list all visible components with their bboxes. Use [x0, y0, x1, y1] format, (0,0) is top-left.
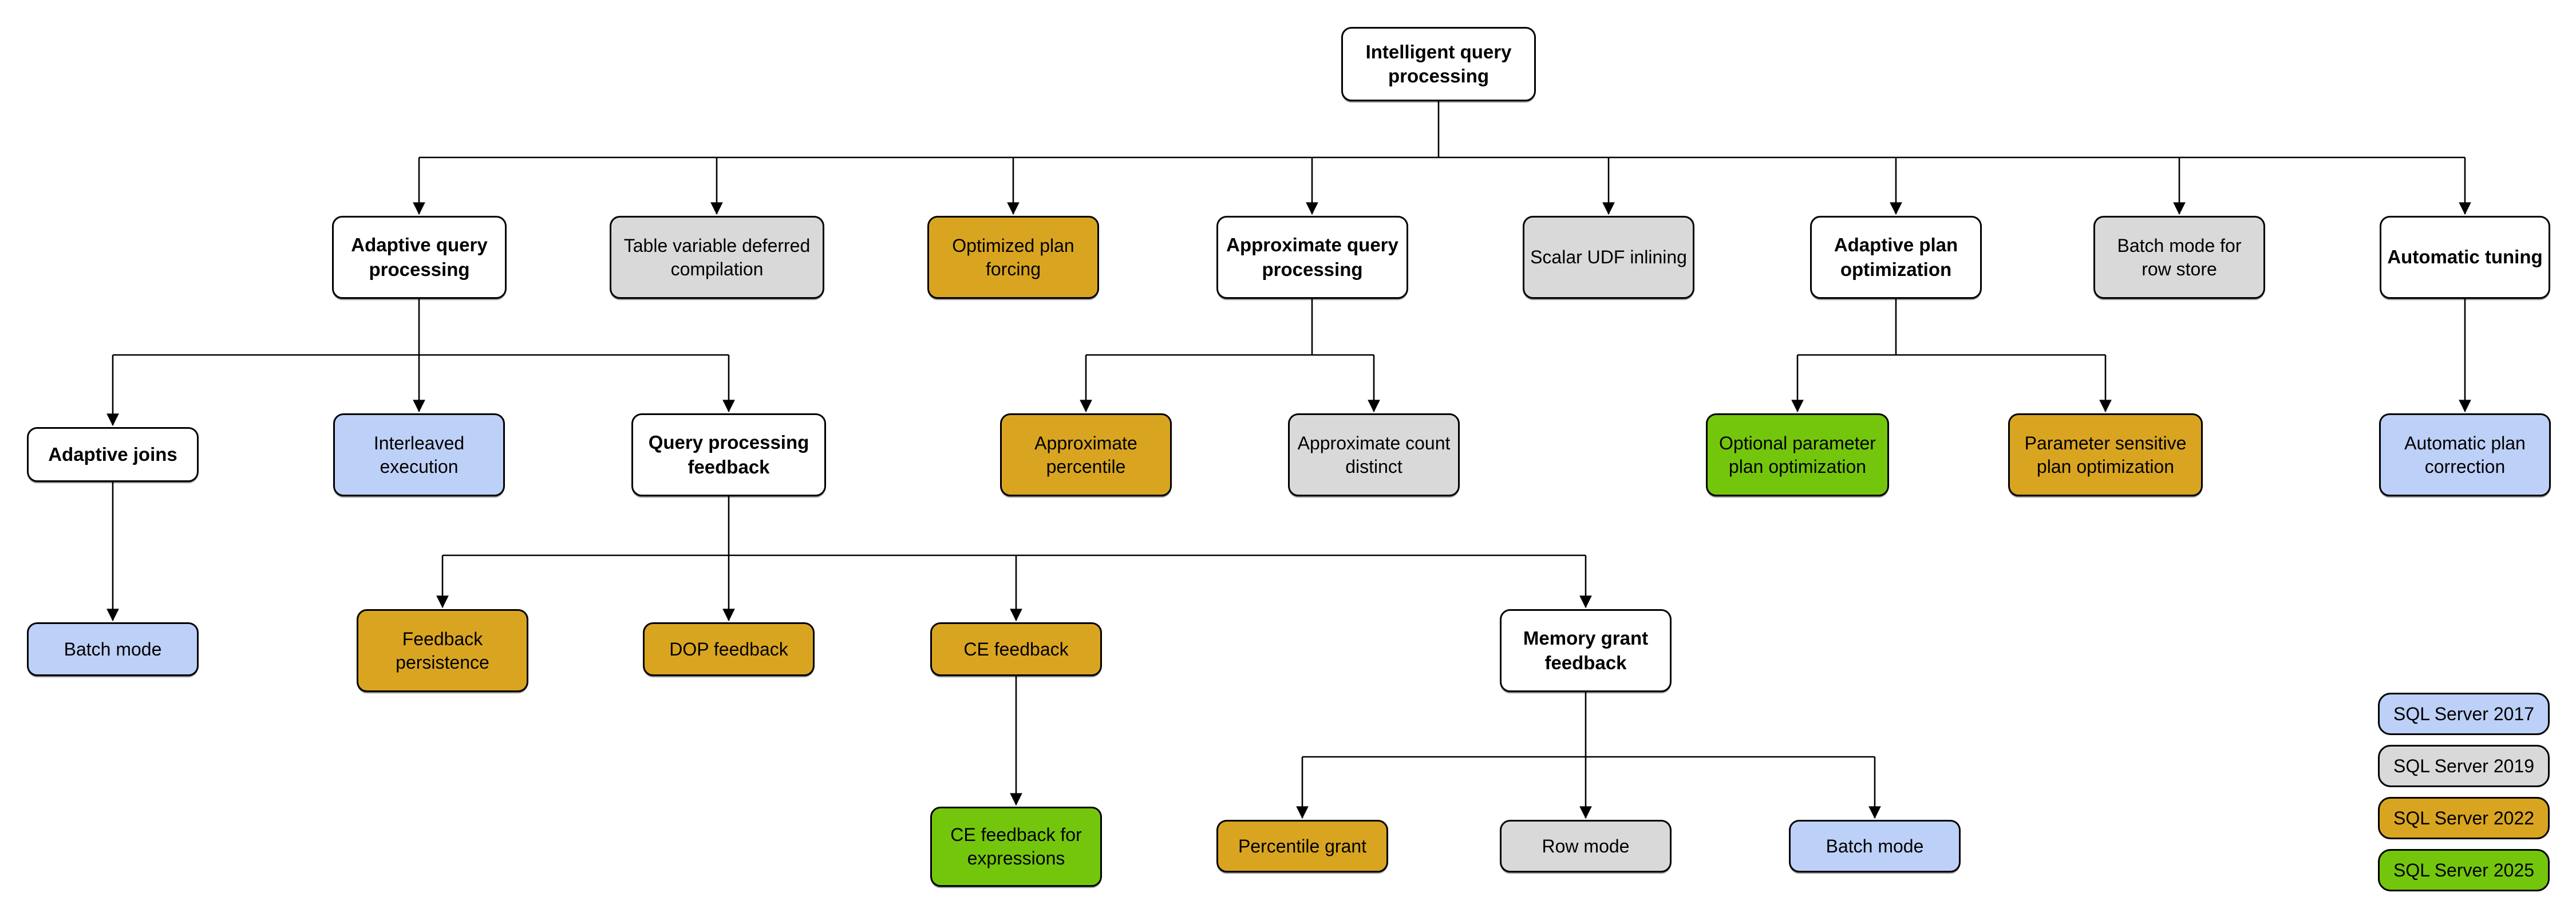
node-approximate-query-processing: Approximate query processing [1216, 216, 1408, 299]
node-automatic-tuning: Automatic tuning [2380, 216, 2550, 299]
node-batch-mode-memory-grant: Batch mode [1789, 820, 1961, 872]
node-feedback-persistence: Feedback persistence [357, 609, 528, 692]
node-percentile-grant: Percentile grant [1216, 820, 1388, 872]
node-batch-mode-adaptive-joins: Batch mode [27, 622, 199, 676]
node-dop-feedback: DOP feedback [643, 622, 815, 676]
node-adaptive-joins: Adaptive joins [27, 427, 199, 482]
legend-sql-server-2025: SQL Server 2025 [2378, 849, 2550, 891]
node-optional-parameter-plan-optimization: Optional parameter plan optimization [1706, 413, 1889, 496]
legend-sql-server-2019: SQL Server 2019 [2378, 745, 2550, 787]
node-memory-grant-feedback: Memory grant feedback [1500, 609, 1672, 692]
node-scalar-udf-inlining: Scalar UDF inlining [1523, 216, 1694, 299]
legend-sql-server-2022: SQL Server 2022 [2378, 797, 2550, 839]
node-table-variable-deferred-compilation: Table variable deferred compilation [610, 216, 824, 299]
node-row-mode: Row mode [1500, 820, 1672, 872]
legend-sql-server-2017: SQL Server 2017 [2378, 693, 2550, 735]
node-approximate-count-distinct: Approximate count distinct [1288, 413, 1460, 496]
node-parameter-sensitive-plan-optimization: Parameter sensitive plan optimization [2008, 413, 2203, 496]
node-automatic-plan-correction: Automatic plan correction [2379, 413, 2551, 496]
node-query-processing-feedback: Query processing feedback [631, 413, 826, 496]
node-approximate-percentile: Approximate percentile [1000, 413, 1172, 496]
node-ce-feedback-for-expressions: CE feedback for expressions [930, 807, 1102, 887]
node-optimized-plan-forcing: Optimized plan forcing [927, 216, 1099, 299]
node-batch-mode-for-row-store: Batch mode for row store [2093, 216, 2265, 299]
node-interleaved-execution: Interleaved execution [333, 413, 505, 496]
node-ce-feedback: CE feedback [930, 622, 1102, 676]
node-intelligent-query-processing: Intelligent query processing [1341, 27, 1536, 101]
node-adaptive-plan-optimization: Adaptive plan optimization [1810, 216, 1982, 299]
node-adaptive-query-processing: Adaptive query processing [332, 216, 507, 299]
